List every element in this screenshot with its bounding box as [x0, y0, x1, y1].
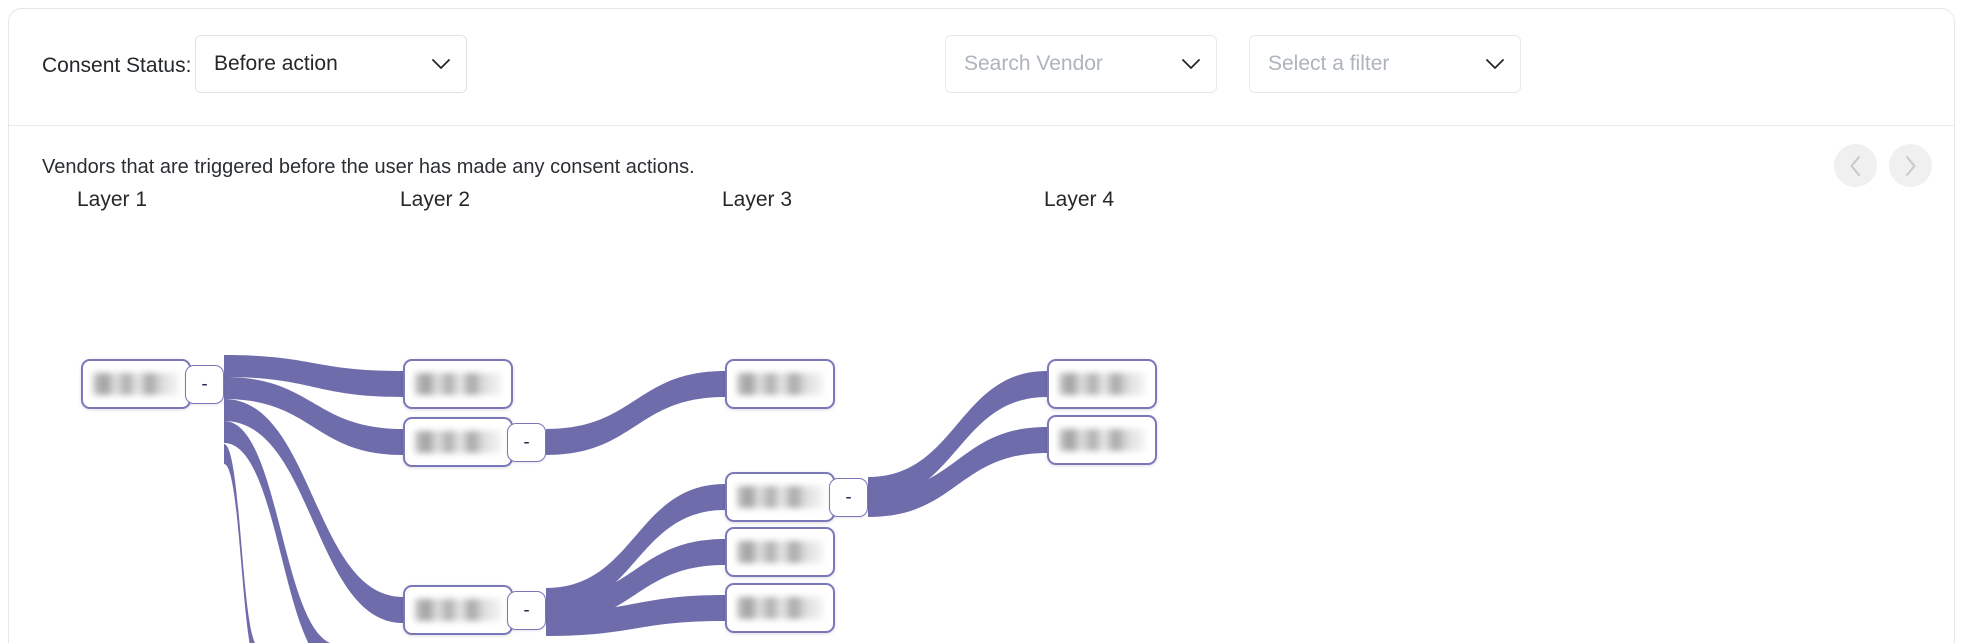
layer-label-4: Layer 4: [1044, 188, 1115, 211]
flow-link: [546, 539, 725, 624]
graph-node[interactable]: [725, 359, 835, 409]
graph-node[interactable]: [1047, 415, 1157, 465]
filter-placeholder: Select a filter: [1268, 52, 1390, 75]
node-label-redacted: [1059, 429, 1145, 451]
search-vendor-select[interactable]: Search Vendor: [945, 35, 1217, 93]
node-label-redacted: [737, 597, 823, 619]
flow-link: [546, 371, 725, 455]
node-label-redacted: [737, 373, 823, 395]
layer-label-2: Layer 2: [400, 188, 471, 211]
filter-select[interactable]: Select a filter: [1249, 35, 1521, 93]
chevron-down-icon: [1486, 58, 1504, 70]
graph-node[interactable]: [81, 359, 191, 409]
node-collapse-button[interactable]: -: [507, 422, 546, 462]
graph-node[interactable]: [725, 583, 835, 633]
node-label-redacted: [93, 373, 179, 395]
node-label-redacted: [737, 541, 823, 563]
flow-link: [868, 371, 1047, 501]
chevron-left-icon: [1848, 155, 1863, 177]
chevron-down-icon: [1182, 58, 1200, 70]
chevron-down-icon: [432, 58, 450, 70]
flow-link: [224, 421, 331, 643]
pagination-controls: [1834, 144, 1932, 187]
graph-node[interactable]: [403, 585, 513, 635]
search-vendor-placeholder: Search Vendor: [964, 52, 1103, 75]
prev-page-button[interactable]: [1834, 144, 1877, 187]
link-ribbons: [224, 355, 1047, 643]
graph-node[interactable]: [403, 359, 513, 409]
flow-link: [546, 484, 725, 612]
graph-node[interactable]: [403, 417, 513, 467]
filter-toolbar: Consent Status: Before action Search Ven…: [9, 9, 1954, 126]
node-label-redacted: [1059, 373, 1145, 395]
next-page-button[interactable]: [1889, 144, 1932, 187]
node-collapse-button[interactable]: -: [829, 477, 868, 517]
sankey-graph: Layer 1 Layer 2 Layer 3 Layer 4 - - - -: [9, 188, 1954, 643]
node-collapse-button[interactable]: -: [185, 364, 224, 404]
flow-link: [868, 427, 1047, 517]
graph-node[interactable]: [1047, 359, 1157, 409]
consent-status-select[interactable]: Before action: [195, 35, 467, 93]
node-label-redacted: [415, 431, 501, 453]
graph-panel: Vendors that are triggered before the us…: [9, 126, 1954, 643]
consent-status-value: Before action: [214, 52, 338, 75]
graph-node[interactable]: [725, 472, 835, 522]
node-label-redacted: [415, 373, 501, 395]
layer-label-3: Layer 3: [722, 188, 793, 211]
vendor-flow-card: Consent Status: Before action Search Ven…: [8, 8, 1955, 643]
graph-node[interactable]: [725, 527, 835, 577]
flow-link: [224, 377, 403, 455]
node-label-redacted: [415, 599, 501, 621]
flow-link: [224, 355, 403, 397]
chevron-right-icon: [1903, 155, 1918, 177]
consent-status-label: Consent Status:: [42, 54, 192, 77]
layer-label-1: Layer 1: [77, 188, 148, 211]
node-label-redacted: [737, 486, 823, 508]
panel-description: Vendors that are triggered before the us…: [42, 156, 695, 178]
flow-link: [224, 399, 403, 623]
flow-link: [224, 444, 256, 643]
flow-link: [546, 595, 725, 636]
node-collapse-button[interactable]: -: [507, 590, 546, 630]
